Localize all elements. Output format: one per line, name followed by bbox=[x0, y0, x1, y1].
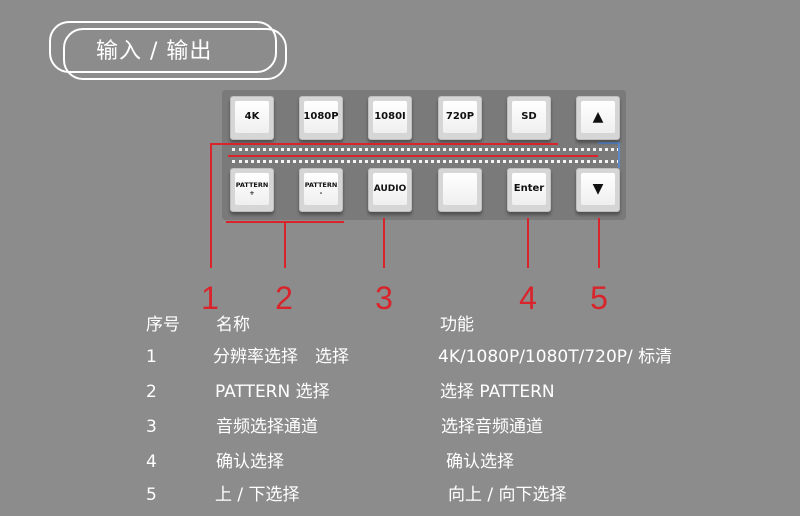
key-sd[interactable]: SD bbox=[507, 96, 551, 140]
separator-dots-top bbox=[232, 148, 620, 151]
key-enter[interactable]: Enter bbox=[507, 168, 551, 212]
key-audio[interactable]: AUDIO bbox=[368, 168, 412, 212]
separator-accent bbox=[598, 142, 620, 168]
callout-number-3: 3 bbox=[375, 280, 393, 316]
callout-4-leader bbox=[527, 218, 529, 268]
minus-icon: - bbox=[319, 189, 323, 197]
key-1080p-label: 1080P bbox=[303, 101, 339, 133]
legend-row-2-name: PATTERN 选择 bbox=[215, 382, 330, 402]
key-4k[interactable]: 4K bbox=[230, 96, 274, 140]
callout-number-1: 1 bbox=[201, 280, 219, 316]
key-pattern-minus-text: PATTERN bbox=[304, 181, 338, 189]
legend-row-1-function: 4K/1080P/1080T/720P/ 标清 bbox=[438, 347, 673, 367]
callout-1-bracket bbox=[210, 143, 558, 145]
key-720p[interactable]: 720P bbox=[438, 96, 482, 140]
key-pattern-minus[interactable]: PATTERN - bbox=[299, 168, 343, 212]
callout-number-2: 2 bbox=[275, 280, 293, 316]
down-arrow-icon: ▼ bbox=[581, 173, 615, 205]
legend-row-2-function: 选择 PATTERN bbox=[440, 382, 555, 402]
callout-2-leader bbox=[284, 221, 286, 268]
key-pattern-plus-label: PATTERN + bbox=[235, 173, 269, 205]
key-up[interactable]: ▲ bbox=[576, 96, 620, 140]
key-720p-label: 720P bbox=[443, 101, 477, 133]
callout-number-4: 4 bbox=[519, 280, 537, 316]
legend-row-5-name: 上 / 下选择 bbox=[215, 485, 300, 505]
legend-row-5-number: 5 bbox=[146, 485, 157, 505]
up-arrow-icon: ▲ bbox=[581, 101, 615, 133]
key-1080p[interactable]: 1080P bbox=[299, 96, 343, 140]
separator-dots-bottom bbox=[232, 160, 620, 163]
callout-number-5: 5 bbox=[590, 280, 608, 316]
legend-row-5-function: 向上 / 向下选择 bbox=[448, 485, 567, 505]
key-pattern-minus-label: PATTERN - bbox=[304, 173, 338, 205]
legend-header-name: 名称 bbox=[216, 315, 250, 335]
legend-row-1-name: 分辨率选择 选择 bbox=[213, 347, 349, 367]
legend-row-2-number: 2 bbox=[146, 382, 157, 402]
legend-row-3-number: 3 bbox=[146, 417, 157, 437]
legend-row-4-name: 确认选择 bbox=[216, 452, 284, 472]
key-audio-label: AUDIO bbox=[373, 173, 407, 205]
plus-icon: + bbox=[249, 189, 255, 197]
legend-header-function: 功能 bbox=[440, 315, 474, 335]
key-1080i-label: 1080I bbox=[373, 101, 407, 133]
legend-row-3-function: 选择音频通道 bbox=[441, 417, 543, 437]
key-sd-label: SD bbox=[512, 101, 546, 133]
key-pattern-plus[interactable]: PATTERN + bbox=[230, 168, 274, 212]
key-blank-label bbox=[443, 173, 477, 205]
callout-3-leader bbox=[383, 218, 385, 268]
callout-1-line bbox=[228, 155, 598, 157]
callout-1-leader bbox=[210, 143, 212, 268]
legend-row-1-number: 1 bbox=[146, 347, 157, 367]
key-blank[interactable] bbox=[438, 168, 482, 212]
page-title: 输入 / 输出 bbox=[96, 39, 213, 64]
key-pattern-plus-text: PATTERN bbox=[235, 181, 269, 189]
key-enter-label: Enter bbox=[512, 173, 546, 205]
legend-header-number: 序号 bbox=[146, 315, 180, 335]
legend-row-4-function: 确认选择 bbox=[446, 452, 514, 472]
title-frame bbox=[63, 28, 287, 80]
key-1080i[interactable]: 1080I bbox=[368, 96, 412, 140]
legend-row-3-name: 音频选择通道 bbox=[216, 417, 318, 437]
key-4k-label: 4K bbox=[235, 101, 269, 133]
key-down[interactable]: ▼ bbox=[576, 168, 620, 212]
legend-row-4-number: 4 bbox=[146, 452, 157, 472]
callout-5-leader bbox=[598, 218, 600, 268]
